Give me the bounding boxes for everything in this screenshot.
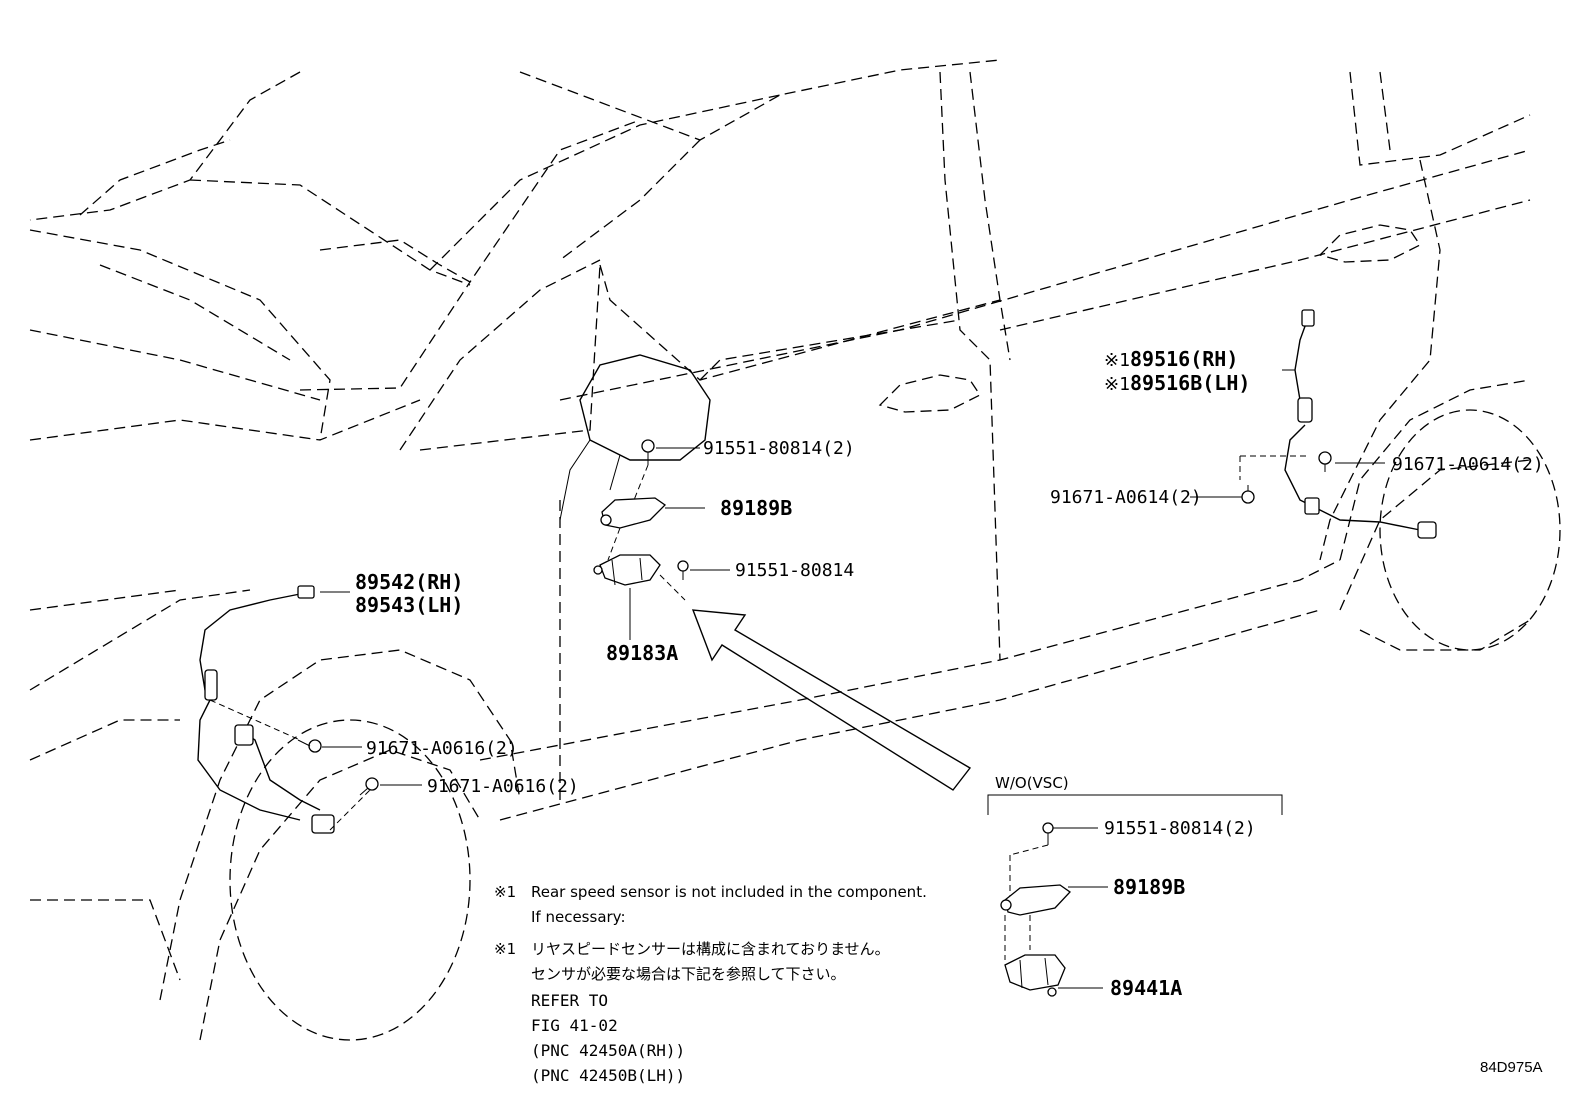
side-mirror (559, 354, 711, 521)
note-jp-line1: リヤスピードセンサーは構成に含まれておりません。 (531, 940, 890, 958)
view-arrow (691, 609, 972, 791)
label-rear-sensor-lh: 89516B(LH) (1130, 371, 1250, 395)
mark-rear-lh: ※1 (1104, 374, 1130, 395)
label-variant-bracket: 89189B (1113, 875, 1185, 899)
label-bolt-rear-left: 91671-A0614(2) (1050, 487, 1202, 508)
variant-title: W/O(VSC) (995, 774, 1069, 792)
note-ref4: (PNC 42450B(LH)) (531, 1066, 685, 1085)
label-bracket-upper: 89189B (720, 496, 792, 520)
label-bolt-rear-right: 91671-A0614(2) (1392, 454, 1544, 475)
label-bolt-front-1: 91671-A0616(2) (366, 738, 518, 759)
front-speed-sensor (197, 585, 379, 834)
variant-box (987, 794, 1283, 997)
label-bolt-mirror-top: 91551-80814(2) (703, 438, 855, 459)
label-variant-bolt: 91551-80814(2) (1104, 818, 1256, 839)
note-jp-line2: センサが必要な場合は下記を参照して下さい。 (531, 965, 846, 983)
note-ref1: REFER TO (531, 991, 608, 1010)
label-front-sensor-rh: 89542(RH) (355, 570, 463, 594)
note-en-line1: Rear speed sensor is not included in the… (531, 883, 927, 901)
note-mark-jp: ※1 (494, 940, 516, 958)
label-rear-sensor-rh: 89516(RH) (1130, 347, 1238, 371)
door-sensor-parts (593, 439, 689, 640)
note-en-line2: If necessary: (531, 908, 626, 926)
label-sensor-assy: 89183A (606, 641, 678, 665)
figure-code: 84D975A (1480, 1059, 1543, 1076)
car-body-outline (29, 59, 1561, 1041)
leader-lines (320, 369, 1385, 989)
label-bolt-front-2: 91671-A0616(2) (427, 776, 579, 797)
label-front-sensor-lh: 89543(LH) (355, 593, 463, 617)
note-mark-en: ※1 (494, 883, 516, 901)
note-ref2: FIG 41-02 (531, 1016, 618, 1035)
note-ref3: (PNC 42450A(RH)) (531, 1041, 685, 1060)
label-variant-sensor: 89441A (1110, 976, 1182, 1000)
mark-rear-rh: ※1 (1104, 350, 1130, 371)
label-bolt-mirror-mid: 91551-80814 (735, 560, 854, 581)
